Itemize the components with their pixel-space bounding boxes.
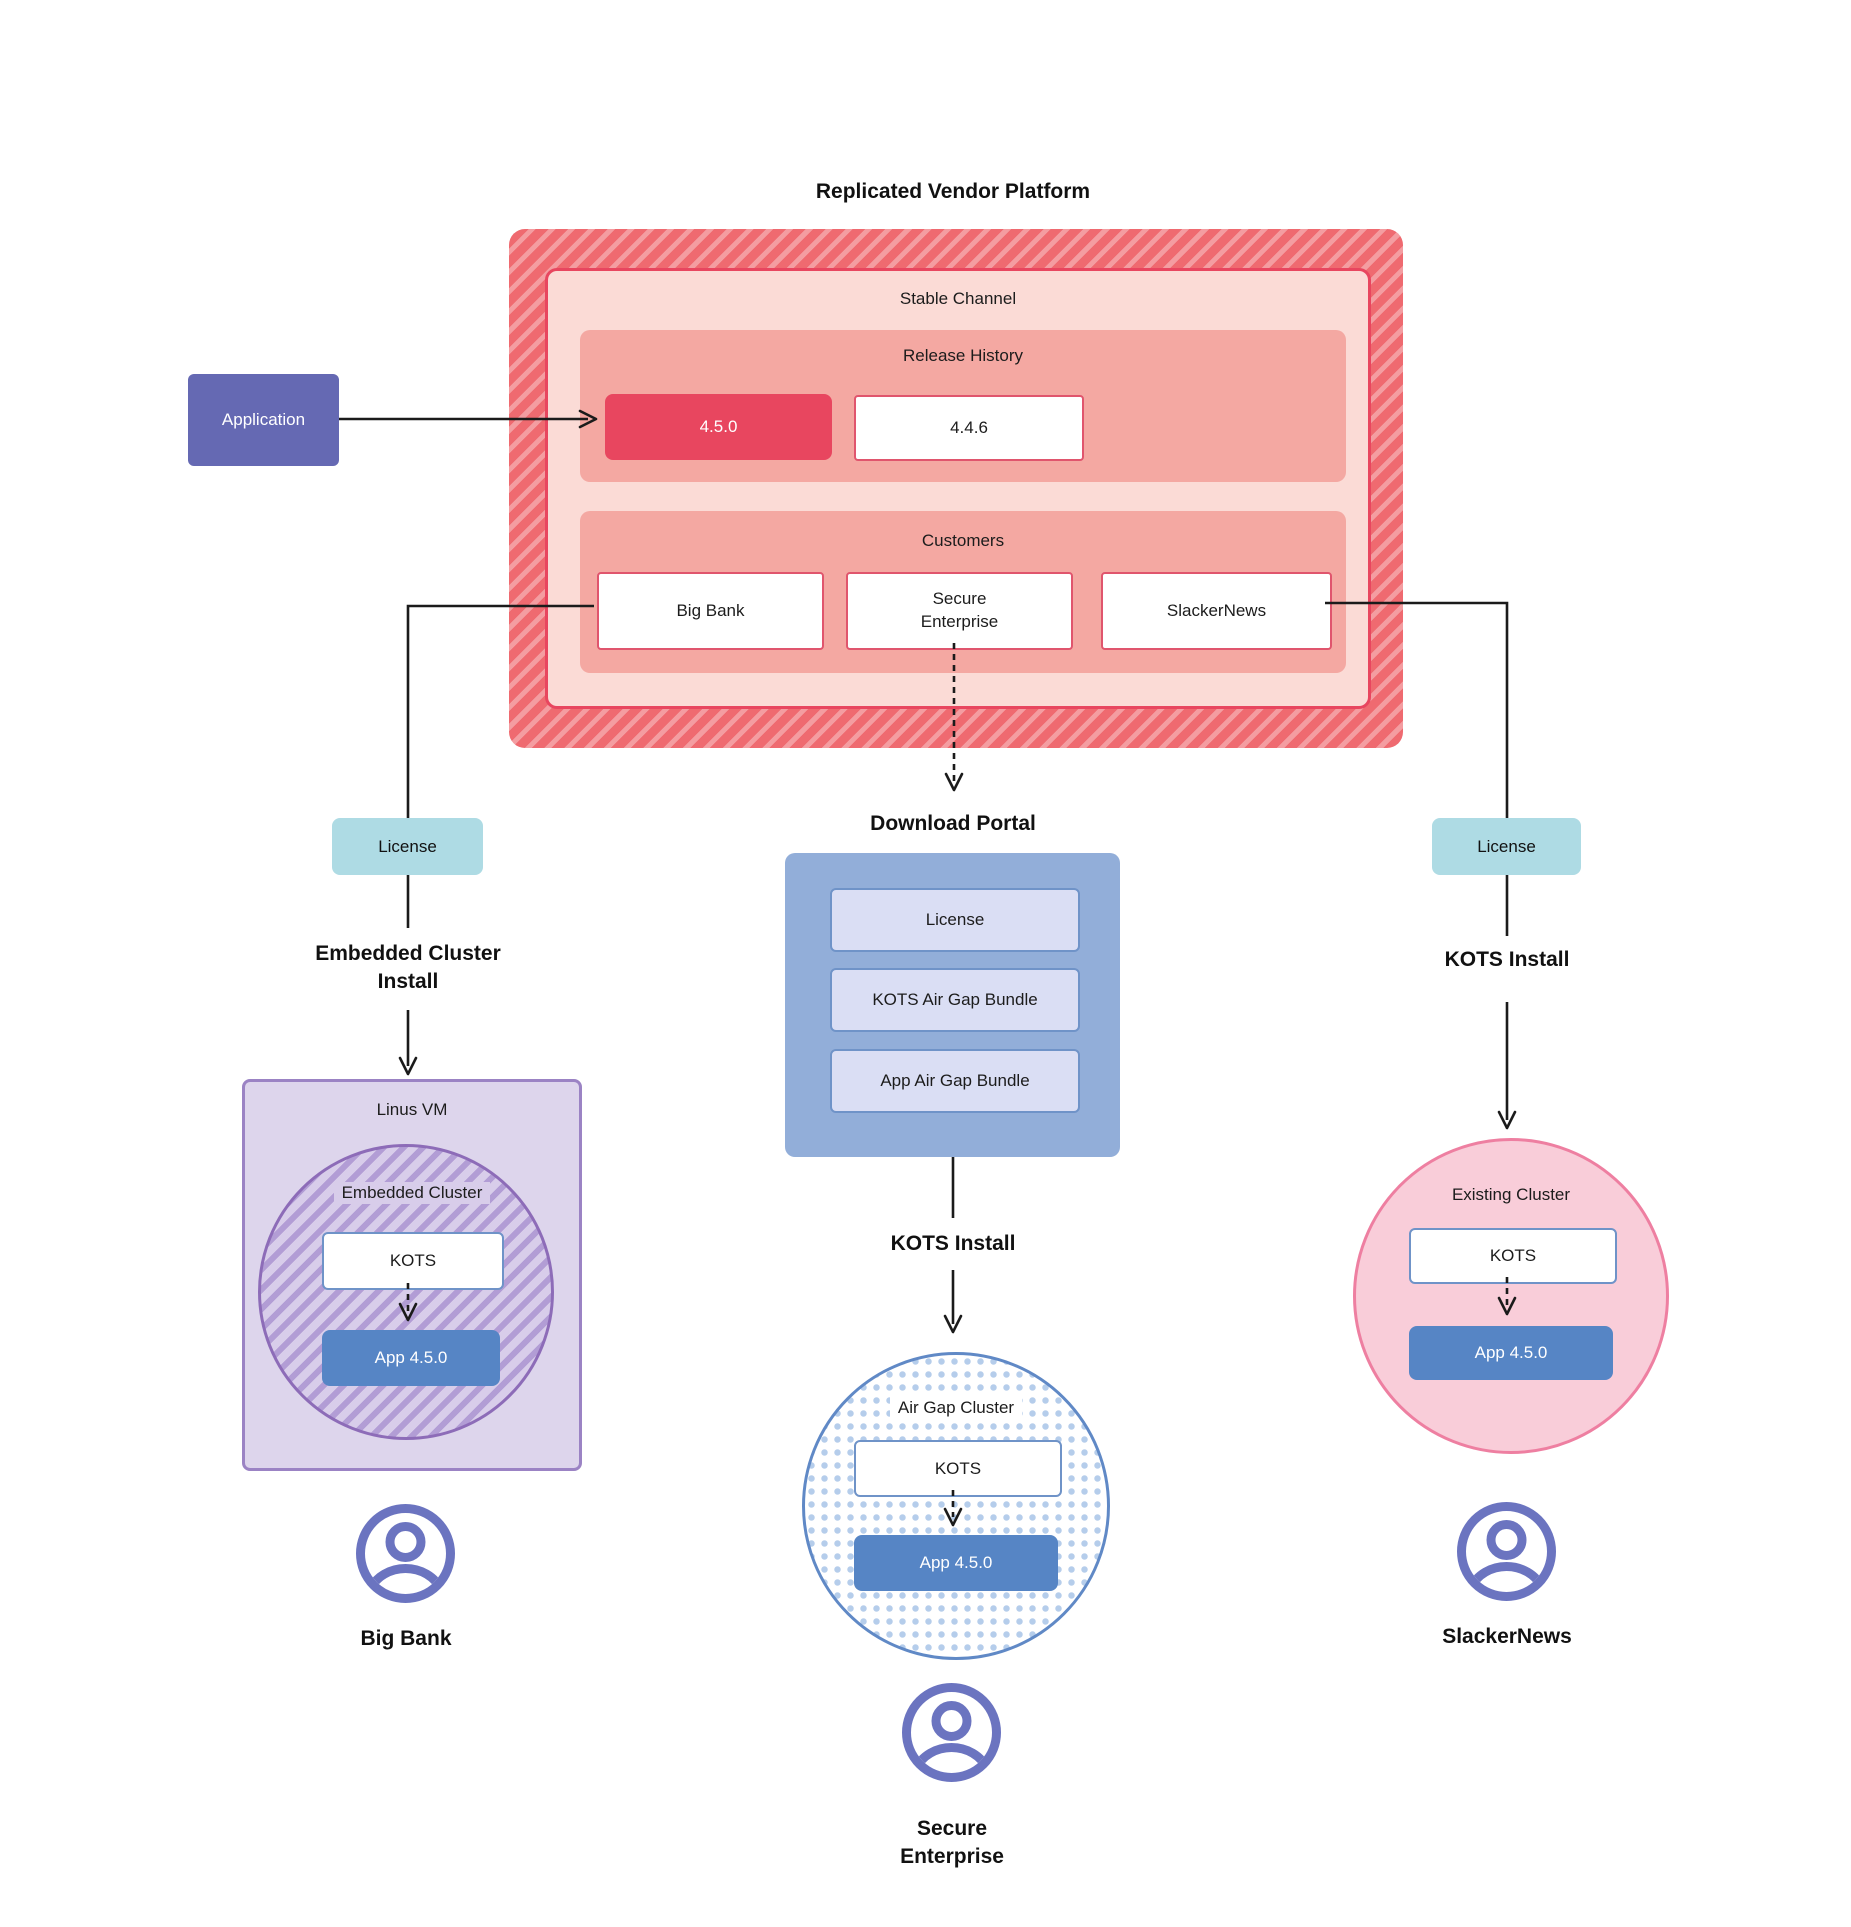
customer-secure-enterprise: Secure Enterprise — [846, 572, 1073, 650]
customers-label: Customers — [921, 531, 1005, 550]
release-version-4-4-6: 4.4.6 — [854, 395, 1084, 461]
user-icon-ring — [902, 1683, 1001, 1782]
vendor-platform-container: Stable Channel Release History 4.5.0 4.4… — [509, 229, 1403, 748]
user-icon-ring — [356, 1504, 455, 1603]
user-icon-head — [1486, 1520, 1527, 1560]
download-portal-box: License KOTS Air Gap Bundle App Air Gap … — [785, 853, 1120, 1157]
linus-vm-label: Linus VM — [376, 1100, 448, 1119]
existing-cluster-circle: Existing Cluster KOTS App 4.5.0 — [1353, 1138, 1669, 1454]
user-icon-head — [385, 1522, 426, 1562]
user-icon-ring — [1457, 1502, 1556, 1601]
portal-item-kots-bundle: KOTS Air Gap Bundle — [830, 968, 1080, 1032]
right-install-method-label: KOTS Install — [1444, 948, 1570, 971]
stable-channel-box: Stable Channel Release History 4.5.0 4.4… — [545, 268, 1371, 709]
user-icon-head — [931, 1701, 972, 1741]
right-license-box: License — [1432, 818, 1581, 875]
right-app-box: App 4.5.0 — [1409, 1326, 1613, 1380]
air-gap-cluster-label: Air Gap Cluster — [805, 1397, 1107, 1419]
page-title: Replicated Vendor Platform — [815, 180, 1091, 203]
customer-secure-enterprise-label: Secure Enterprise — [920, 589, 999, 631]
existing-cluster-label: Existing Cluster — [1451, 1185, 1571, 1204]
air-gap-cluster-circle: Air Gap Cluster KOTS App 4.5.0 — [802, 1352, 1110, 1660]
portal-item-license: License — [830, 888, 1080, 952]
left-kots-box: KOTS — [322, 1232, 504, 1290]
customers-box: Customers Big Bank Secure Enterprise Sla… — [580, 511, 1346, 673]
embedded-cluster-label: Embedded Cluster — [245, 1182, 579, 1204]
left-customer-name: Big Bank — [360, 1627, 452, 1650]
embedded-cluster-label-text: Embedded Cluster — [333, 1182, 491, 1204]
download-portal-title: Download Portal — [870, 812, 1036, 835]
secure-enterprise-user-icon — [902, 1683, 1001, 1782]
customer-big-bank: Big Bank — [597, 572, 824, 650]
release-history-label: Release History — [903, 346, 1023, 365]
application-box: Application — [188, 374, 339, 466]
right-customer-name: SlackerNews — [1442, 1625, 1572, 1648]
right-kots-box: KOTS — [1409, 1228, 1617, 1284]
release-history-box: Release History 4.5.0 4.4.6 — [580, 330, 1346, 482]
stable-channel-label: Stable Channel — [899, 289, 1017, 308]
portal-item-app-bundle: App Air Gap Bundle — [830, 1049, 1080, 1113]
customer-slackernews: SlackerNews — [1101, 572, 1332, 650]
left-install-method-label: Embedded Cluster Install — [315, 942, 501, 993]
center-app-box: App 4.5.0 — [854, 1535, 1058, 1591]
center-kots-box: KOTS — [854, 1440, 1062, 1497]
big-bank-user-icon — [356, 1504, 455, 1603]
air-gap-cluster-label-text: Air Gap Cluster — [889, 1397, 1023, 1419]
center-customer-name: Secure Enterprise — [900, 1817, 1004, 1868]
center-install-method-label: KOTS Install — [890, 1232, 1016, 1255]
release-version-4-5-0: 4.5.0 — [605, 394, 832, 460]
linus-vm-box: Linus VM Embedded Cluster KOTS App 4.5.0 — [242, 1079, 582, 1471]
slackernews-user-icon — [1457, 1502, 1556, 1601]
left-license-box: License — [332, 818, 483, 875]
left-app-box: App 4.5.0 — [322, 1330, 500, 1386]
